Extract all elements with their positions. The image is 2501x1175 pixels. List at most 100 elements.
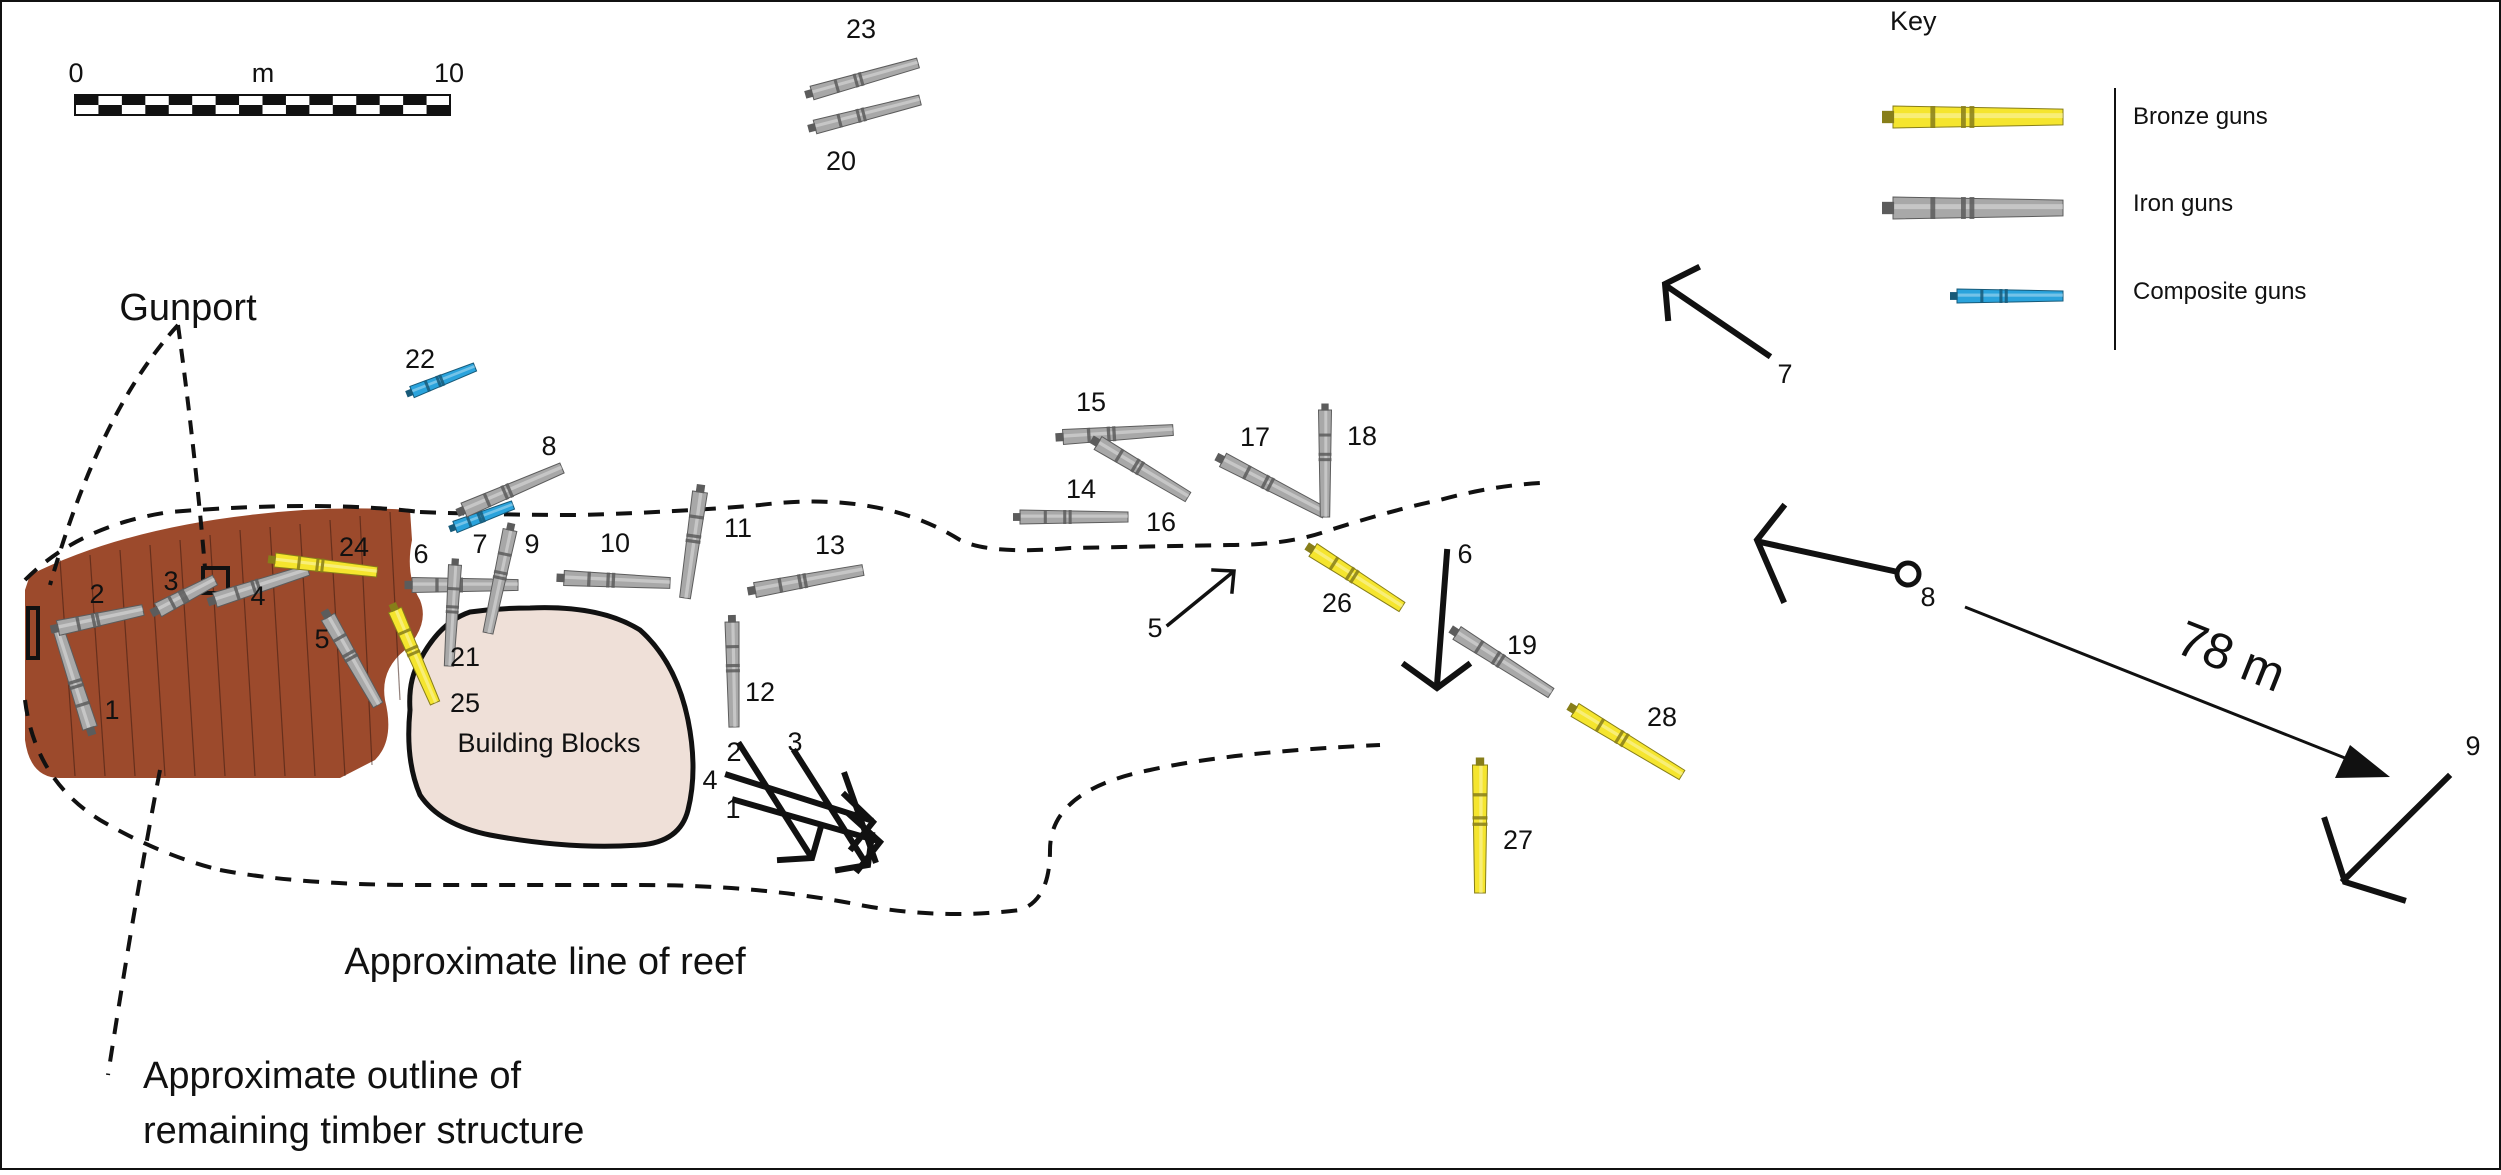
gun-10-iron [556, 569, 671, 589]
scale-bar-segment [309, 95, 333, 105]
gun-7-composite [448, 500, 516, 534]
gun-label-3: 3 [163, 566, 178, 596]
anchor-9 [2321, 772, 2453, 904]
timber-outline-label-line1: Approximate outline of [143, 1055, 522, 1097]
gun-label-9: 9 [524, 529, 539, 559]
gun-label-23: 23 [846, 14, 876, 44]
gunport-marker-side [26, 606, 40, 660]
scale-bar-segment [98, 105, 122, 115]
gun-17-iron [1214, 452, 1329, 519]
key-label-bronze: Bronze guns [2133, 103, 2268, 130]
guns-layer [49, 57, 1686, 894]
gun-16-iron [1089, 435, 1192, 503]
scale-bar: 0 m 10 [68, 58, 464, 116]
scale-bar-segment [145, 105, 169, 115]
key-icons [1882, 105, 2064, 304]
gun-label-17: 17 [1240, 422, 1270, 452]
gun-label-11: 11 [724, 513, 752, 543]
scale-bar-segment [75, 95, 99, 105]
timber-outline-dashed [23, 504, 421, 872]
gun-label-6: 6 [413, 539, 428, 569]
gun-22-composite [405, 362, 478, 399]
building-blocks [406, 605, 696, 849]
anchor-label-5: 5 [1147, 613, 1162, 643]
gun-3-iron [149, 574, 219, 618]
anchor-8 [1753, 502, 1922, 604]
gun-label-4: 4 [250, 581, 265, 611]
anchor-7 [1661, 263, 1773, 360]
gun-4-iron [206, 564, 311, 608]
gun-8-iron [455, 462, 565, 518]
timber-outline-label-line2: remaining timber structure [143, 1110, 584, 1152]
anchors-layer [724, 263, 2453, 904]
reef-line-label: Approximate line of reef [344, 941, 746, 983]
gun-label-12: 12 [745, 677, 775, 707]
gun-12-iron [724, 614, 740, 728]
scale-bar-segment [426, 105, 450, 115]
gun-label-10: 10 [600, 528, 630, 558]
anchor-5 [1165, 568, 1236, 628]
gun-26-bronze [1304, 542, 1406, 613]
timber-structure [25, 508, 423, 778]
gun-label-21: 21 [450, 642, 480, 672]
gun-label-27: 27 [1503, 825, 1533, 855]
scale-bar-segment [215, 95, 240, 105]
gun-label-14: 14 [1066, 474, 1096, 504]
scale-bar-segment [192, 105, 216, 115]
gun-label-28: 28 [1647, 702, 1677, 732]
iron-gun-icon [1882, 196, 2064, 220]
scale-bar-start-label: 0 [68, 58, 83, 88]
scale-bar-segment [332, 105, 357, 115]
scale-bar-segment [403, 95, 427, 105]
scale-bar-segment [285, 105, 310, 115]
gun-28-bronze [1566, 702, 1686, 781]
scale-bar-unit-label: m [252, 58, 275, 88]
gun-label-20: 20 [826, 146, 856, 176]
gun-27-bronze [1471, 757, 1489, 894]
key-legend: Key Bronze guns Iron guns Composite guns [1882, 6, 2306, 350]
anchor-2 [735, 740, 824, 864]
gun-20-iron [807, 94, 922, 135]
key-label-iron: Iron guns [2133, 190, 2233, 217]
gun-23-iron [804, 57, 920, 101]
gun-label-1: 1 [104, 695, 119, 725]
gun-24-bronze [267, 552, 379, 578]
scale-bar-segment [239, 105, 263, 115]
anchor-label-9: 9 [2465, 731, 2480, 761]
gun-25-bronze [387, 602, 441, 706]
key-title: Key [1890, 6, 1937, 36]
scale-bar-segment [121, 95, 146, 105]
gun-label-24: 24 [339, 532, 369, 562]
gun-13-iron [746, 564, 865, 598]
gun-15-iron [1055, 424, 1174, 446]
anchor-label-1: 1 [725, 794, 740, 824]
anchor-label-3: 3 [787, 727, 802, 757]
gun-number-labels: 1 2 3 4 5 6 7 8 9 10 11 12 13 14 15 16 1… [89, 14, 1677, 855]
key-label-composite: Composite guns [2133, 278, 2306, 305]
gun-9-iron [482, 522, 518, 635]
gun-label-19: 19 [1507, 630, 1537, 660]
anchor-label-2: 2 [726, 737, 741, 767]
scale-bar-segment [262, 95, 286, 105]
gun-11-iron [679, 483, 709, 600]
gun-label-8: 8 [541, 431, 556, 461]
anchor-label-4: 4 [702, 765, 717, 795]
scale-bar-segment [168, 95, 193, 105]
scale-bar-end-label: 10 [434, 58, 464, 88]
gun-label-26: 26 [1322, 588, 1352, 618]
gun-5-iron [320, 608, 384, 709]
gun-2-iron [49, 604, 145, 636]
gun-label-22: 22 [405, 344, 435, 374]
reef-line-dashed [219, 481, 1541, 916]
scale-bar-segment [356, 95, 380, 105]
anchor-shank-extra [841, 771, 879, 864]
anchor-label-7: 7 [1777, 359, 1792, 389]
anchor-label-8: 8 [1920, 582, 1935, 612]
gunport-leader-lines [48, 323, 207, 586]
gun-19-iron [1448, 625, 1555, 699]
timber-outline-leader-line [106, 769, 162, 1076]
gun-label-15: 15 [1076, 387, 1106, 417]
scale-bar-segment [379, 105, 404, 115]
